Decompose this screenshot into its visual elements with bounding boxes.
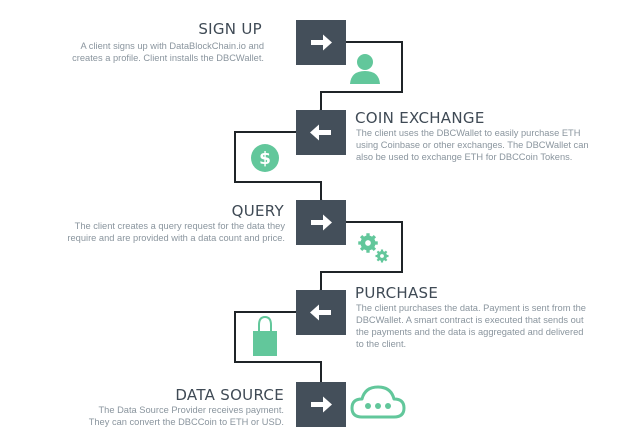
user-icon	[350, 54, 380, 84]
dollar-coin-icon: $	[251, 144, 279, 172]
arrow-left-icon	[310, 304, 331, 321]
step-title-sign-up: SIGN UP	[198, 20, 262, 38]
step-title-query: QUERY	[231, 202, 284, 220]
step-description-purchase: The client purchases the data. Payment i…	[356, 303, 586, 349]
step-description-data-source: The Data Source Provider receives paymen…	[88, 405, 284, 427]
arrow-left-icon	[310, 124, 331, 141]
arrow-right-icon	[311, 396, 332, 413]
step-title-data-source: DATA SOURCE	[175, 386, 284, 404]
shopping-bag-icon	[253, 315, 277, 356]
arrow-right-icon	[311, 34, 332, 51]
step-title-purchase: PURCHASE	[355, 284, 439, 302]
step-description-sign-up: A client signs up with DataBlockChain.io…	[72, 41, 264, 63]
arrow-right-icon	[311, 214, 332, 231]
step-title-coin-exchange: COIN EXCHANGE	[355, 109, 485, 127]
svg-text:$: $	[259, 149, 271, 169]
step-description-coin-exchange: The client uses the DBCWallet to easily …	[356, 128, 589, 162]
gears-icon	[358, 233, 389, 263]
cloud-icon	[350, 385, 406, 419]
step-description-query: The client creates a query request for t…	[67, 221, 285, 243]
